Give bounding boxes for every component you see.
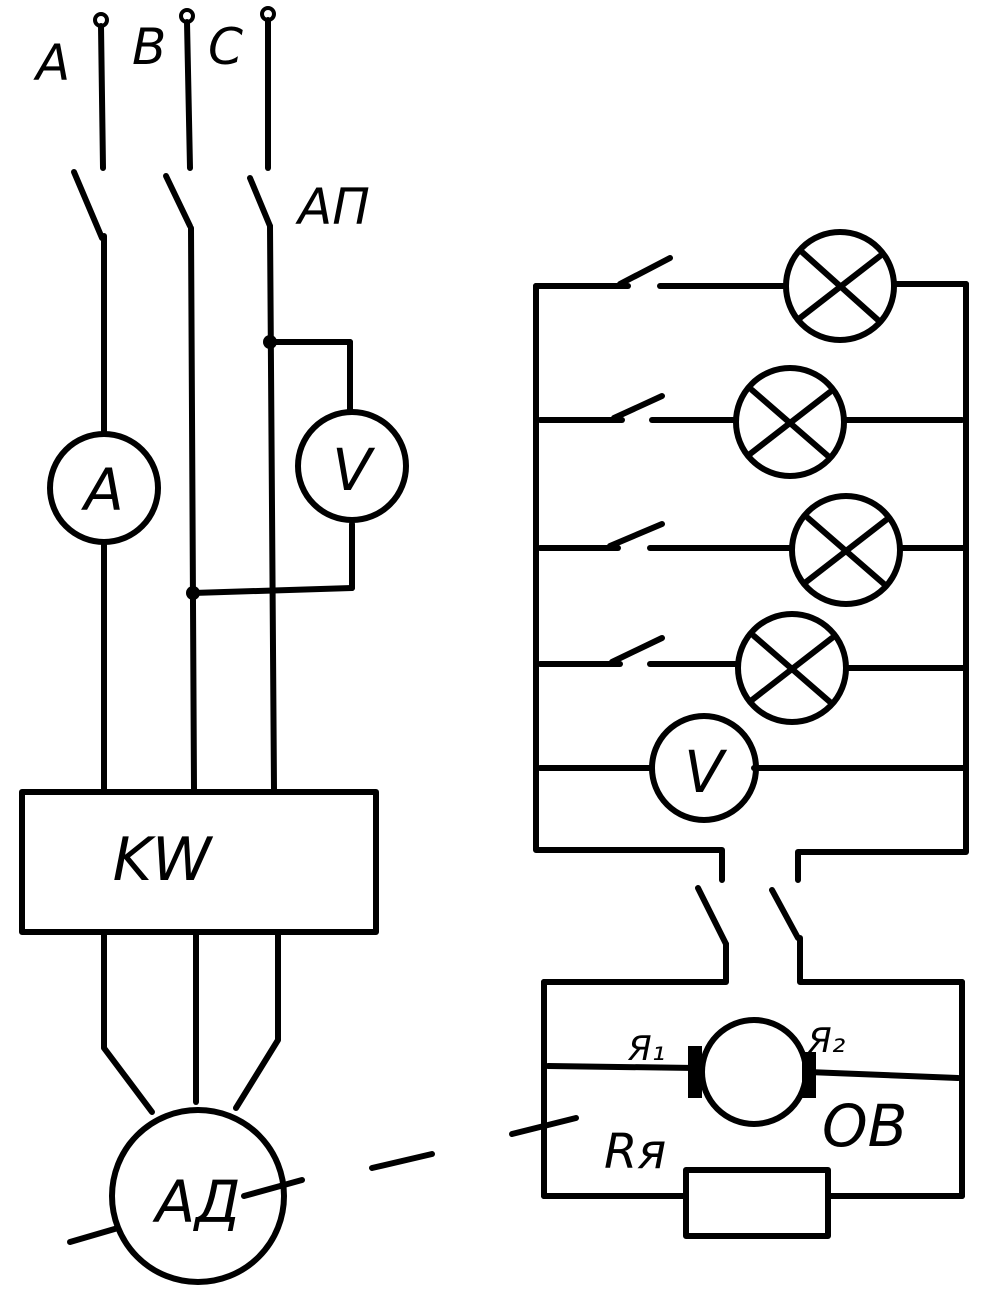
wattmeter-block [19,789,379,935]
induction-motor [109,1107,287,1285]
motor-label: АД [152,1168,241,1236]
phase-b-line [188,225,197,793]
terminal-2-label: Я₂ [807,1021,846,1061]
lamp-branch-2 [537,393,965,423]
wattmeter-label: KW [113,825,214,895]
armature-resistor [683,1167,831,1239]
phase-label-a: A [33,34,70,92]
circuit-breaker-ap [71,169,273,241]
lamp-1 [783,229,897,343]
field-winding-label: ОВ [822,1092,907,1160]
phase-label-c: C [208,18,243,76]
load-voltmeter-circle [649,713,759,823]
generator-frame [541,979,965,1199]
ammeter-label: A [80,456,124,524]
load-voltmeter-label: V [684,738,728,806]
lamp-branch-4 [537,635,969,671]
ammeter-circle [47,431,161,545]
brush-2 [802,1052,816,1098]
phase-voltmeter-wiring [186,335,355,600]
load-switch [541,885,965,985]
armature-resistor-label: Rя [604,1124,666,1180]
phase-label-b: B [132,18,166,76]
brush-1 [688,1046,702,1098]
mechanical-coupling [67,1115,579,1245]
lamp-3 [789,493,903,607]
terminal-1-label: Я₁ [627,1029,665,1069]
motor-feed-lines [101,931,281,1115]
supply-lines-upper [98,17,271,171]
lamp-branch-1 [533,255,969,289]
lamp-4 [735,611,849,725]
voltmeter-circle [295,409,409,523]
lamp-2 [733,365,847,479]
voltmeter-label: V [332,436,376,504]
dc-generator-armature [699,1017,809,1127]
breaker-label: АП [295,178,370,236]
load-bank-bus [533,281,969,883]
lamp-branch-3 [537,521,969,551]
phase-c-line [267,223,277,793]
